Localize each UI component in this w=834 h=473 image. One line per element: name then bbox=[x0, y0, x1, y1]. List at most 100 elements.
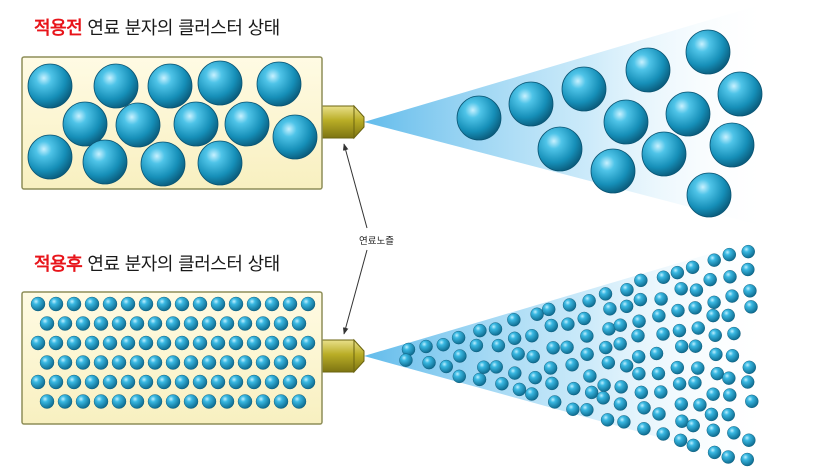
molecule-particle bbox=[597, 378, 611, 392]
molecule-particle bbox=[264, 335, 280, 351]
spray-molecules-after bbox=[399, 244, 759, 467]
molecule-cluster bbox=[27, 134, 73, 180]
molecule-cluster bbox=[686, 172, 732, 218]
molecule-particle bbox=[282, 335, 298, 351]
molecule-cluster bbox=[147, 63, 193, 109]
molecule-particle bbox=[291, 394, 307, 409]
molecule-particle bbox=[704, 407, 719, 422]
molecule-particle bbox=[138, 296, 154, 312]
molecule-particle bbox=[721, 308, 735, 323]
molecule-particle bbox=[686, 438, 701, 453]
molecule-particle bbox=[57, 355, 73, 370]
molecule-particle bbox=[708, 328, 722, 342]
molecule-clusters-before bbox=[27, 60, 318, 187]
caption-after-text: 연료 분자의 클러스터 상태 bbox=[82, 254, 280, 275]
molecule-particle bbox=[39, 394, 55, 409]
molecule-particle bbox=[652, 309, 666, 323]
molecule-particle bbox=[670, 265, 685, 280]
nozzle-before bbox=[321, 104, 365, 140]
molecule-particle bbox=[183, 355, 199, 370]
molecule-particle bbox=[93, 316, 109, 331]
molecule-particle bbox=[508, 366, 522, 380]
molecule-particle bbox=[741, 244, 755, 259]
molecule-particle bbox=[228, 335, 244, 351]
molecule-particle bbox=[528, 370, 542, 385]
molecule-particle bbox=[706, 423, 721, 438]
molecule-particle bbox=[685, 260, 700, 275]
molecule-particle bbox=[436, 338, 450, 352]
molecule-particle bbox=[631, 350, 646, 364]
molecule-particle bbox=[111, 316, 127, 331]
molecule-particle bbox=[273, 355, 289, 370]
molecule-particle bbox=[264, 296, 280, 312]
molecule-particle bbox=[273, 316, 289, 331]
molecule-particle bbox=[651, 366, 666, 381]
molecule-particle bbox=[632, 366, 646, 381]
molecule-particle bbox=[255, 394, 271, 409]
molecule-particle bbox=[613, 397, 628, 411]
molecule-particle bbox=[201, 316, 217, 331]
molecule-particle bbox=[399, 353, 413, 367]
molecule-particle bbox=[649, 346, 664, 361]
molecule-particle bbox=[201, 355, 217, 370]
molecule-particle bbox=[453, 349, 467, 363]
molecule-particle bbox=[544, 318, 558, 333]
molecule-particle bbox=[147, 355, 163, 370]
molecule-particle bbox=[174, 296, 190, 312]
molecule-particle bbox=[577, 311, 591, 326]
molecule-particle bbox=[472, 372, 487, 387]
molecule-particle bbox=[634, 273, 648, 288]
caption-before-text: 연료 분자의 클러스터 상태 bbox=[82, 18, 280, 39]
molecule-particle bbox=[542, 302, 556, 317]
molecule-particle bbox=[507, 331, 522, 346]
molecule-particle bbox=[613, 337, 627, 351]
molecule-particle bbox=[688, 339, 703, 353]
molecule-particle bbox=[210, 296, 226, 312]
molecule-particle bbox=[138, 374, 154, 390]
molecule-particle bbox=[30, 296, 46, 312]
molecule-particle bbox=[512, 382, 527, 397]
molecule-cluster bbox=[93, 63, 139, 109]
molecule-particle bbox=[742, 360, 756, 375]
molecule-particle bbox=[75, 316, 91, 331]
molecule-particle bbox=[147, 316, 163, 331]
molecule-particle bbox=[282, 296, 298, 312]
molecule-particle bbox=[102, 374, 118, 390]
molecule-particle bbox=[562, 298, 577, 312]
molecule-cluster bbox=[456, 95, 502, 141]
molecule-particle bbox=[120, 296, 136, 312]
molecule-particle bbox=[741, 262, 755, 277]
molecule-particle bbox=[530, 307, 544, 321]
molecule-particle bbox=[743, 284, 757, 298]
molecule-particle bbox=[30, 374, 46, 390]
molecule-particle bbox=[721, 407, 735, 422]
nozzle-after bbox=[321, 338, 365, 374]
molecule-particle bbox=[228, 374, 244, 390]
molecule-particle bbox=[75, 394, 91, 409]
molecule-cluster bbox=[717, 71, 763, 117]
molecule-particle bbox=[583, 369, 597, 383]
molecule-particle bbox=[631, 329, 645, 343]
molecule-particle bbox=[129, 316, 145, 331]
molecule-particle bbox=[156, 374, 172, 390]
molecule-particle bbox=[744, 300, 758, 314]
molecule-particle bbox=[602, 322, 616, 336]
molecule-particle bbox=[561, 317, 575, 331]
molecule-particle bbox=[580, 329, 594, 343]
molecule-cluster bbox=[603, 99, 649, 145]
molecule-particle bbox=[543, 361, 558, 375]
molecule-particle bbox=[584, 385, 599, 400]
molecule-cluster bbox=[561, 66, 607, 112]
molecule-particle bbox=[671, 303, 685, 318]
molecule-particle bbox=[48, 335, 64, 351]
molecule-particle bbox=[603, 302, 617, 316]
molecule-particle bbox=[491, 338, 506, 353]
molecule-particle bbox=[710, 366, 724, 381]
molecule-particle bbox=[745, 394, 759, 409]
molecule-particle bbox=[580, 347, 594, 361]
molecule-particle bbox=[686, 418, 700, 433]
molecule-particle bbox=[102, 335, 118, 351]
molecule-particle bbox=[255, 316, 271, 331]
molecule-particle bbox=[39, 316, 55, 331]
molecule-particle bbox=[291, 355, 307, 370]
